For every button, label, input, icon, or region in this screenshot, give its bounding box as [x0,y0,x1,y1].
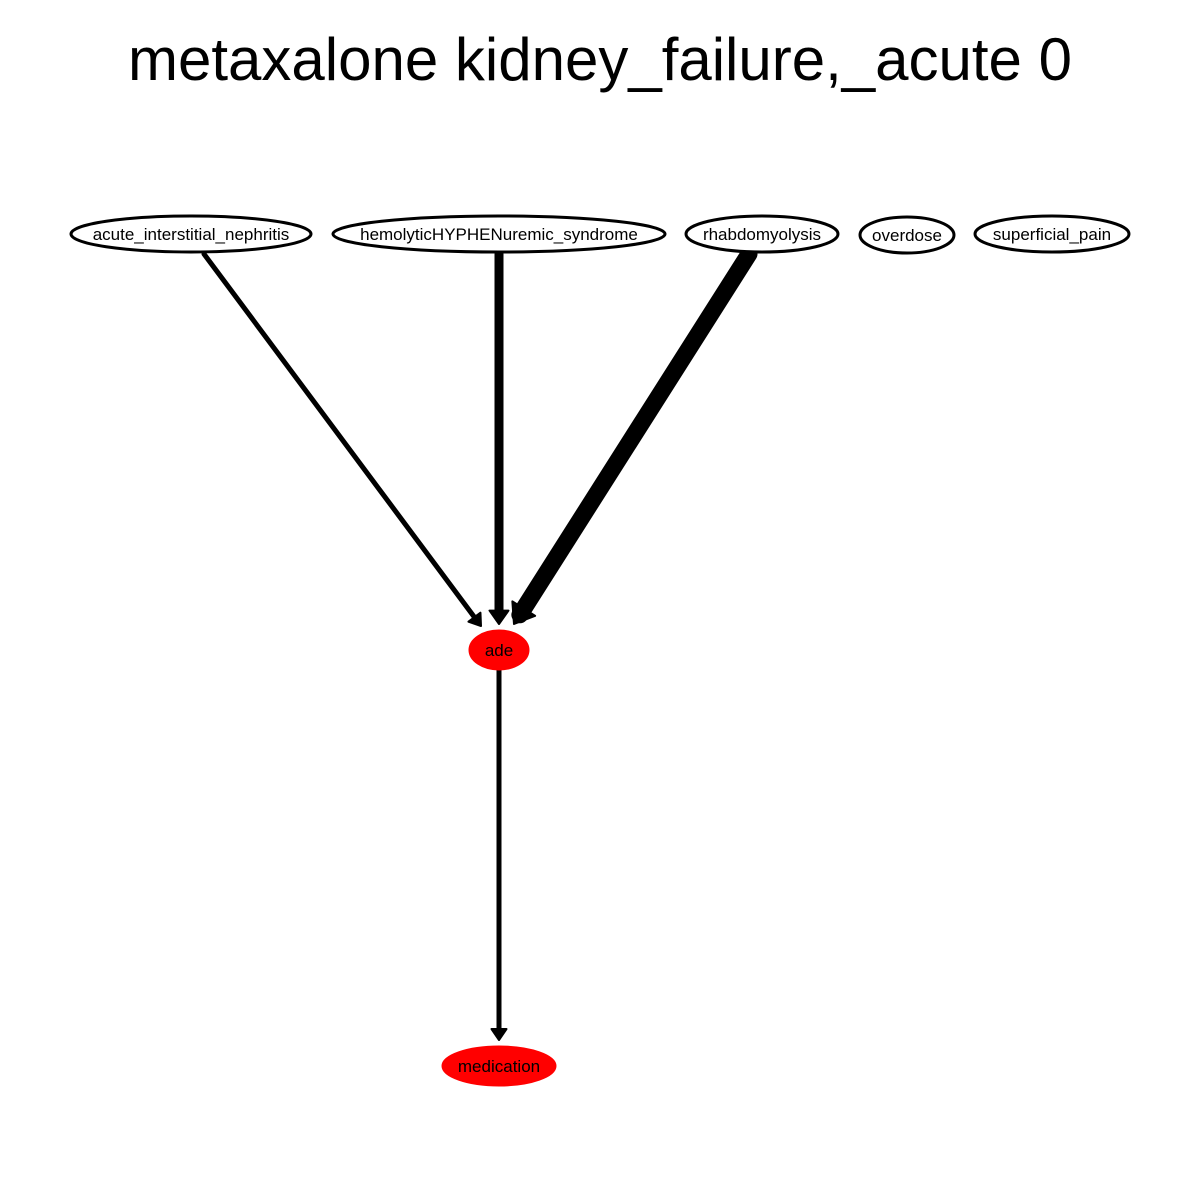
edge-ade-to-medication [490,667,508,1041]
edge-line [201,251,480,624]
node-label: hemolyticHYPHENuremic_syndrome [360,225,638,244]
node-label: acute_interstitial_nephritis [93,225,290,244]
node-label: ade [485,641,513,660]
node-hemolyticHYPHENuremic_syndrome: hemolyticHYPHENuremic_syndrome [331,214,667,254]
node-ellipse [684,214,840,254]
node-overdose: overdose [858,215,956,255]
node-ellipse [973,214,1131,254]
node-label: superficial_pain [993,225,1111,244]
nodes-layer: acute_interstitial_nephritis hemolyticHYP… [69,214,1131,1087]
diagram-title: metaxalone kidney_failure,_acute 0 [128,26,1072,93]
node-label: medication [458,1057,540,1076]
edge-line [511,245,758,624]
node-ellipse [331,214,667,254]
node-ade: ade [468,629,530,671]
edge-arrowhead [467,611,482,627]
edge-arrowhead [511,600,537,625]
node-ellipse [441,1045,557,1087]
edge-arrowhead [490,1028,508,1041]
node-rhabdomyolysis: rhabdomyolysis [684,214,840,254]
node-ellipse [858,215,956,255]
edge-arrowhead [488,609,510,625]
node-ellipse [468,629,530,671]
node-medication: medication [441,1045,557,1087]
edge-rhabdomyolysis-to-ade [511,245,758,625]
node-ellipse [69,214,313,254]
node-label: overdose [872,226,942,245]
edge-hemolyticHYPHENuremic_syndrome-to-ade [488,249,510,625]
node-label: rhabdomyolysis [703,225,821,244]
edges-layer [201,245,758,1041]
edge-acute_interstitial_nephritis-to-ade [201,251,482,627]
node-superficial_pain: superficial_pain [973,214,1131,254]
node-acute_interstitial_nephritis: acute_interstitial_nephritis [69,214,313,254]
